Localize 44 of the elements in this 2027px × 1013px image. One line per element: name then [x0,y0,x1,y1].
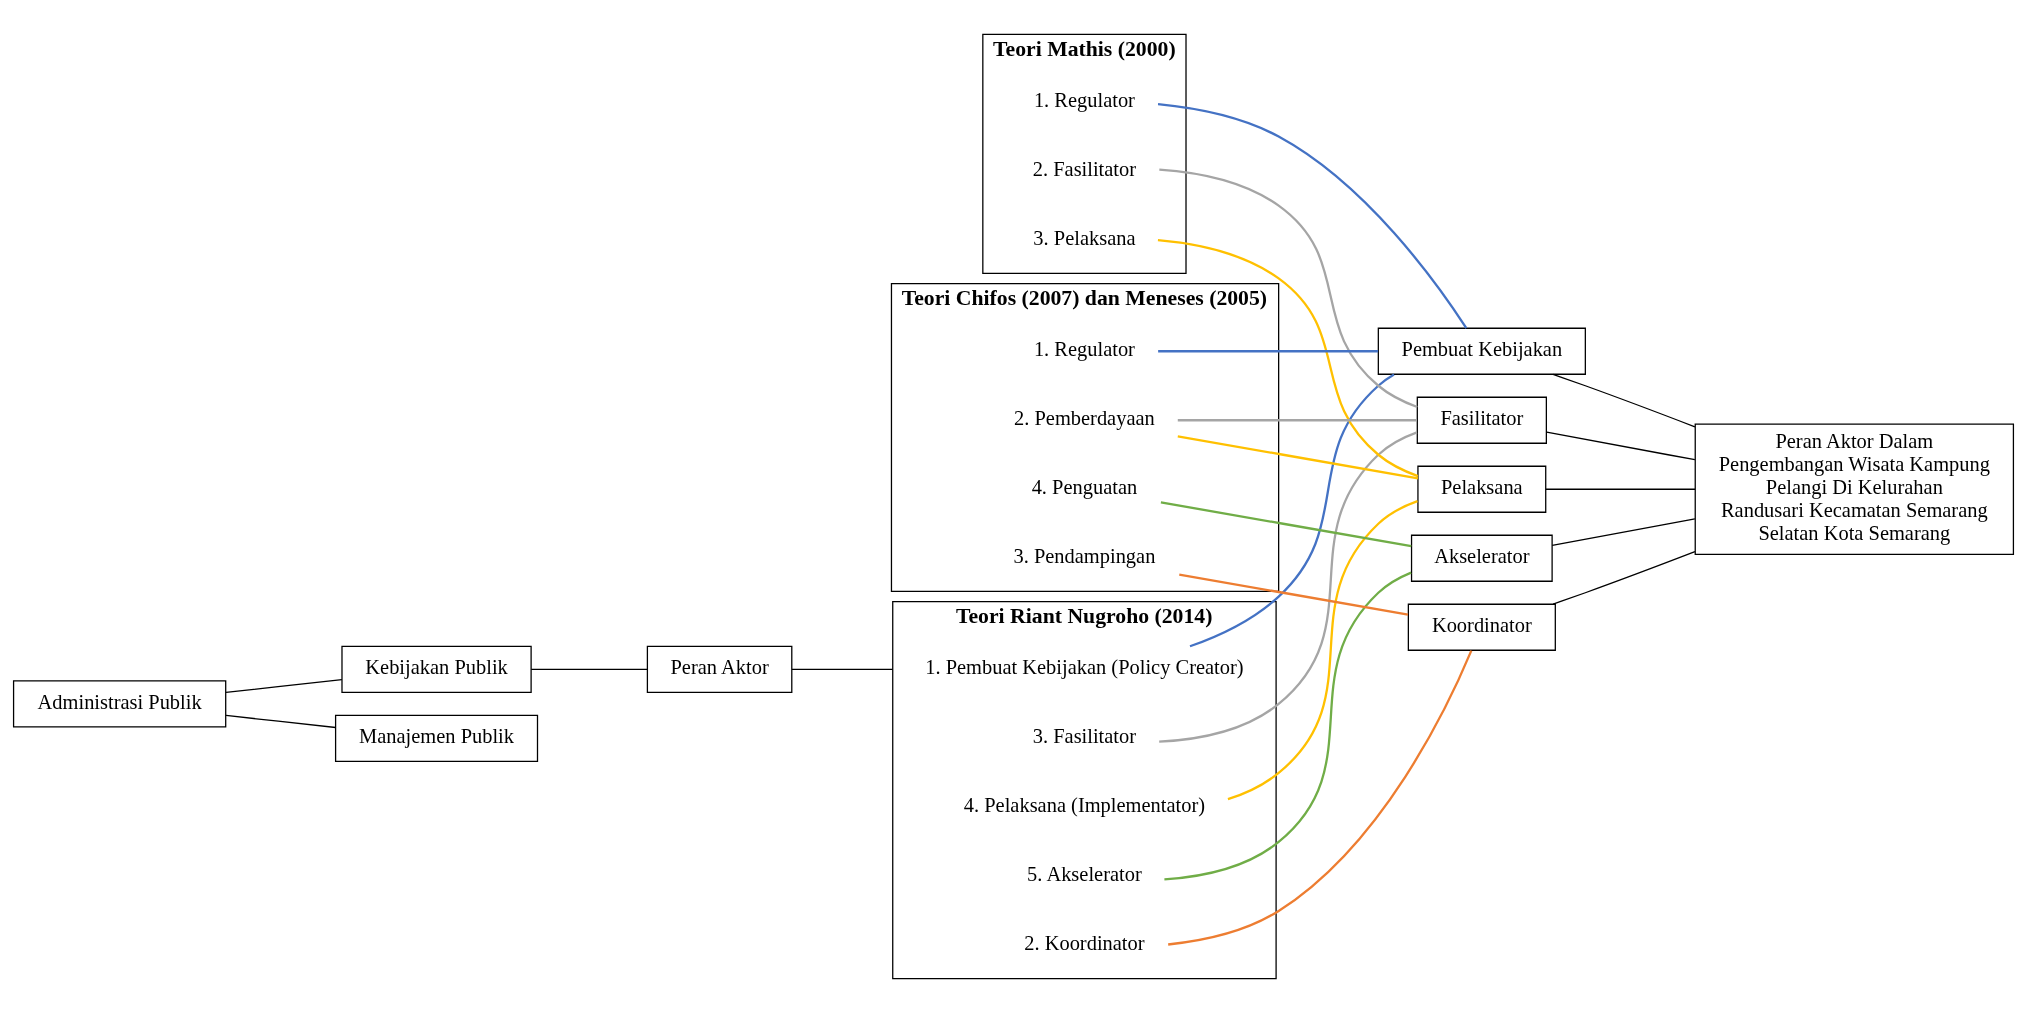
connector [1177,419,1417,422]
node-text: 3. Pendampingan [1013,545,1156,568]
connector [1177,435,1419,480]
node-text: 3. Fasilitator [1032,725,1137,748]
node-box: Akselerator [1410,534,1553,582]
node-text: 5. Akselerator [1027,863,1142,886]
connector [1157,103,1468,329]
connector [225,679,343,694]
connector [1159,168,1418,409]
node-text: 4. Penguatan [1031,476,1138,499]
node-box: Koordinator [1407,603,1556,651]
connector [1164,571,1412,881]
node-box: Pembuat Kebijakan [1377,327,1586,375]
connector [1227,500,1418,801]
node-box: Administrasi Publik [12,680,227,728]
connector [1551,518,1696,546]
node-text: 4. Pelaksana (Implementator) [963,794,1206,817]
node-box: Kebijakan Publik [341,645,532,694]
connector [1546,431,1696,461]
connector [1157,239,1419,478]
connector [1552,373,1696,428]
node-box: Pelaksana [1417,465,1547,513]
node-text: 1. Pembuat Kebijakan (Policy Creator) [925,656,1244,679]
node-text: 1. Regulator [1033,88,1135,111]
node-box: Fasilitator [1416,396,1547,444]
node-text: 2. Koordinator [1024,932,1145,955]
connector [1189,373,1395,648]
connector [1179,573,1409,616]
connector [1545,488,1696,490]
connector [225,714,337,729]
connector [1158,350,1379,353]
node-text: 2. Pemberdayaan [1014,407,1155,430]
node-text: 3. Pelaksana [1033,226,1136,249]
node-box: Peran Aktor Dalam Pengembangan Wisata Kampung Pelangi Di Kelurahan Randusari Kecamatan Semarang Selatan Kota Semarang [1694,423,2015,556]
node-box: Peran Aktor [646,645,793,694]
connector [530,668,648,671]
connector [1168,650,1473,946]
connector [1552,551,1696,605]
connector [1160,501,1412,548]
node-box: Manajemen Publik [334,714,539,763]
connector [791,668,894,671]
connector [1159,431,1418,743]
node-text: 2. Fasilitator [1032,157,1137,180]
node-text: 1. Regulator [1033,338,1135,361]
